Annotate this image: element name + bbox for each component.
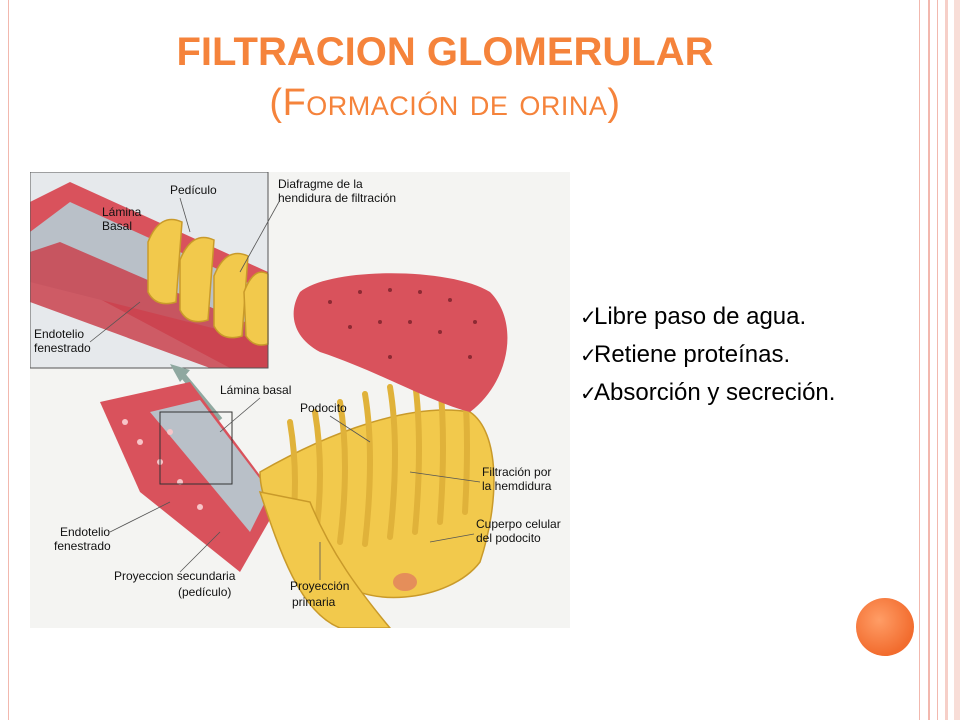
label-endotelio-bot-1: Endotelio	[60, 525, 110, 539]
label-filtracion-1: Filtración por	[482, 465, 551, 479]
check-icon: ✓	[580, 345, 597, 367]
bullet-text: Retiene proteínas.	[594, 341, 791, 368]
check-icon: ✓	[580, 383, 597, 405]
slide-title: FILTRACION GLOMERULAR	[176, 30, 714, 74]
bullet-text: Absorción y secreción.	[594, 379, 836, 406]
decorative-orange-circle	[856, 598, 914, 656]
slide-left-border	[8, 0, 9, 720]
podocyte-nucleus	[393, 573, 417, 591]
label-proyeccion-primaria-2: primaria	[292, 595, 336, 609]
inset-lower-endothelium	[30, 242, 268, 368]
slide-right-border	[914, 0, 960, 720]
label-lamina-basal-top-1: Lámina	[102, 205, 142, 219]
bullet-item: ✓Absorción y secreción.	[580, 374, 920, 412]
bullet-item: ✓Libre paso de agua.	[580, 298, 920, 336]
magnification-box	[159, 411, 233, 485]
magnify-arrowhead-icon	[170, 364, 190, 382]
label-lamina-basal-mid: Lámina basal	[220, 383, 291, 397]
upper-capillary-pores	[328, 288, 477, 359]
label-lamina-basal-top-2: Basal	[102, 219, 132, 233]
label-proyeccion-secundaria-1: Proyeccion secundaria	[114, 569, 236, 583]
slide-subtitle: (Formación de orina)	[269, 82, 621, 124]
check-icon: ✓	[580, 307, 597, 329]
basal-lamina-main	[150, 400, 270, 532]
upper-capillary-loop	[293, 273, 508, 412]
bullet-text: Libre paso de agua.	[594, 303, 807, 330]
bullet-item: ✓Retiene proteínas.	[580, 336, 920, 374]
label-podocito: Podocito	[300, 401, 347, 415]
leader-lines	[89, 197, 481, 580]
diagram-illustration: Pedículo Lámina Basal Diafragme de la he…	[29, 171, 561, 629]
inset-border	[29, 171, 269, 369]
label-proyeccion-secundaria-2: (pedículo)	[178, 585, 231, 599]
label-endotelio-bot-2: fenestrado	[54, 539, 111, 553]
label-filtracion-2: la hemdidura	[482, 479, 552, 493]
inset-pedicels	[147, 218, 269, 346]
label-proyeccion-primaria-1: Proyección	[290, 579, 349, 593]
bullet-list: ✓Libre paso de agua. ✓Retiene proteínas.…	[580, 298, 920, 412]
label-diafragma-1: Diafragme de la	[278, 177, 363, 191]
label-cuerpo-2: del podocito	[476, 531, 541, 545]
label-pediculo: Pedículo	[170, 183, 217, 197]
label-diafragma-2: hendidura de filtración	[278, 191, 396, 205]
label-endotelio-top-2: fenestrado	[34, 341, 91, 355]
label-endotelio-top-1: Endotelio	[34, 327, 84, 341]
label-cuerpo-1: Cuperpo celular	[476, 517, 561, 531]
capillary-wall	[100, 382, 280, 572]
glomerular-filtration-diagram: Pedículo Lámina Basal Diafragme de la he…	[29, 171, 570, 629]
